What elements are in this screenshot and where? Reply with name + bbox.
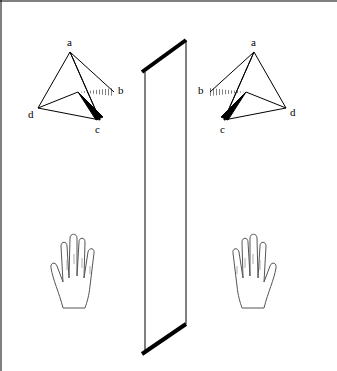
vertex-label: c bbox=[220, 123, 225, 135]
vertex-label: c bbox=[95, 123, 100, 135]
left-tetrahedron bbox=[38, 52, 114, 120]
right-tetrahedron bbox=[210, 52, 286, 120]
mirror bbox=[142, 40, 186, 354]
vertex-label: a bbox=[251, 36, 256, 48]
vertex-label: b bbox=[118, 84, 124, 96]
vertex-label: d bbox=[290, 106, 296, 118]
left-hand bbox=[51, 234, 94, 308]
vertex-label: b bbox=[198, 84, 204, 96]
vertex-label: a bbox=[67, 36, 72, 48]
right-hand bbox=[233, 234, 276, 308]
vertex-label: d bbox=[28, 108, 34, 120]
